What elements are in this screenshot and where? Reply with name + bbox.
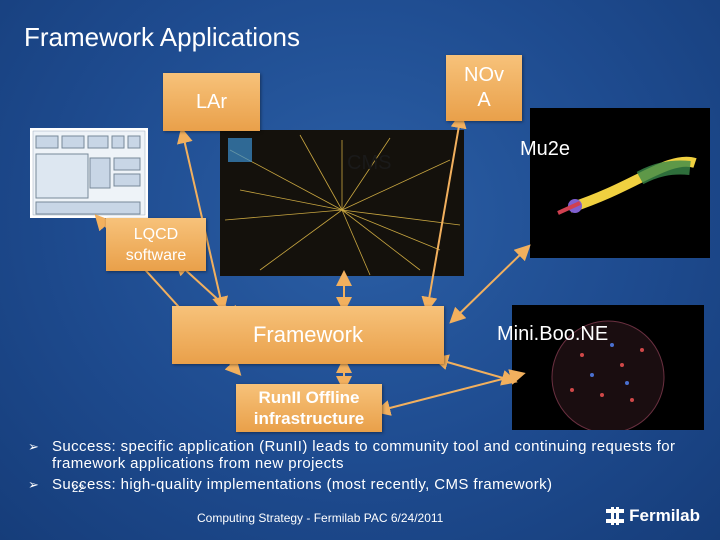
nova-box-label: NOv A <box>464 64 504 111</box>
miniboone-label: Mini.Boo.NE <box>497 323 609 345</box>
lqcd-box-label: LQCD software <box>125 225 187 264</box>
arrow-bullet-icon: ➢ <box>28 439 40 454</box>
page-number: 22 <box>72 483 85 495</box>
bullet-text: Success: high-quality implementations (m… <box>52 476 553 493</box>
footer-caption: Computing Strategy - Fermilab PAC 6/24/2… <box>197 511 444 525</box>
lar-box: LAr <box>163 73 260 131</box>
runii-offline-box: RunII Offline infrastructure <box>236 384 382 432</box>
bullet-item: ➢ Success: specific application (RunII) … <box>28 438 708 472</box>
miniboone-image <box>512 305 704 430</box>
bullet-item: ➢ Success: high-quality implementations … <box>28 476 708 493</box>
nova-box: NOv A <box>446 55 522 121</box>
fermilab-logo-icon <box>606 507 625 525</box>
mu2e-image <box>530 108 710 258</box>
lar-diagram-image <box>30 128 148 218</box>
lqcd-box: LQCD software <box>106 218 206 271</box>
framework-box: Framework <box>172 306 444 364</box>
mu2e-label: Mu2e <box>520 138 571 160</box>
cms-label: CMS <box>347 152 392 174</box>
slide-title: Framework Applications <box>24 22 300 52</box>
runii-offline-box-label: RunII Offline infrastructure <box>253 388 365 428</box>
arrow-bullet-icon: ➢ <box>28 477 40 492</box>
bullet-text: Success: specific application (RunII) le… <box>52 438 676 472</box>
framework-box-label: Framework <box>252 322 363 347</box>
bullet-list: ➢ Success: specific application (RunII) … <box>28 438 708 497</box>
fermilab-logo: Fermilab <box>606 506 700 526</box>
lar-box-label: LAr <box>195 90 228 113</box>
fermilab-logo-text: Fermilab <box>629 506 700 525</box>
